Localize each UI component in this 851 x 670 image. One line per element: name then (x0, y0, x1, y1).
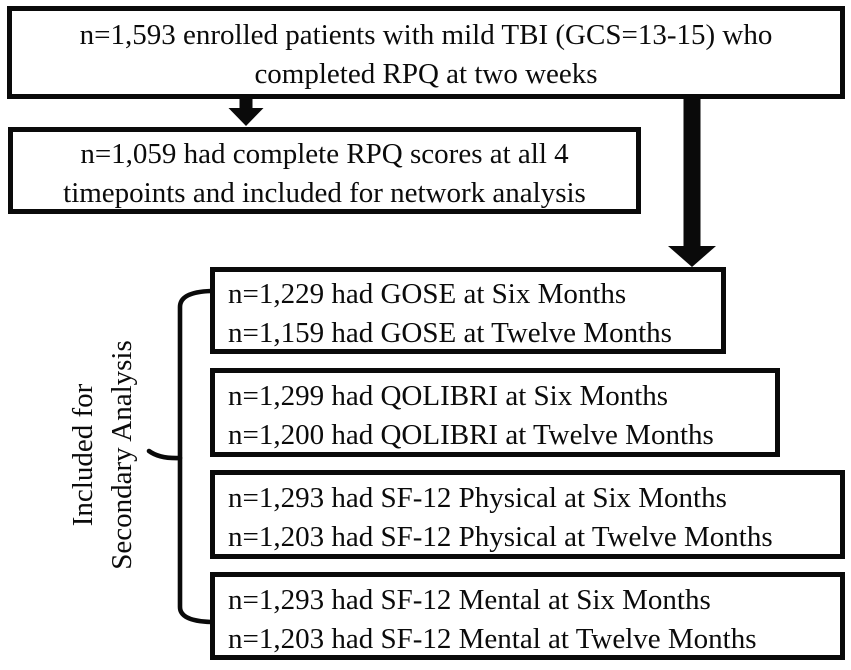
down-arrow-icon (228, 97, 264, 126)
gose-box-line: n=1,229 had GOSE at Six Months (228, 278, 627, 310)
sf12-physical-box: n=1,293 had SF-12 Physical at Six Months… (210, 470, 845, 559)
qolibri-box-line: n=1,299 had QOLIBRI at Six Months (228, 380, 669, 412)
secondary-analysis-brace-icon (177, 288, 214, 625)
qolibri-box: n=1,299 had QOLIBRI at Six Months n=1,20… (210, 368, 780, 457)
enrolled-box-line: completed RPQ at two weeks (254, 58, 598, 90)
down-arrow-long-icon (668, 97, 716, 267)
secondary-analysis-label-line: Included for (67, 383, 99, 527)
network-analysis-box: n=1,059 had complete RPQ scores at all 4… (8, 127, 641, 214)
sf12-physical-box-line: n=1,293 had SF-12 Physical at Six Months (228, 482, 727, 514)
sf12-mental-box: n=1,293 had SF-12 Mental at Six Months n… (210, 572, 845, 660)
sf12-mental-box-line: n=1,293 had SF-12 Mental at Six Months (228, 584, 711, 616)
network-analysis-box-line: timepoints and included for network anal… (63, 177, 586, 209)
sf12-mental-box-line: n=1,203 had SF-12 Mental at Twelve Month… (228, 623, 757, 655)
brace-middle-tick-icon (146, 448, 183, 461)
sf12-physical-box-line: n=1,203 had SF-12 Physical at Twelve Mon… (228, 521, 773, 553)
network-analysis-box-line: n=1,059 had complete RPQ scores at all 4 (80, 138, 569, 170)
enrolled-box: n=1,593 enrolled patients with mild TBI … (7, 6, 845, 99)
secondary-analysis-label-line: Secondary Analysis (106, 340, 138, 570)
qolibri-box-line: n=1,200 had QOLIBRI at Twelve Months (228, 419, 714, 451)
secondary-analysis-label: Included for Secondary Analysis (64, 275, 142, 635)
enrolled-box-line: n=1,593 enrolled patients with mild TBI … (79, 19, 773, 51)
gose-box: n=1,229 had GOSE at Six Months n=1,159 h… (210, 267, 726, 354)
gose-box-line: n=1,159 had GOSE at Twelve Months (228, 317, 672, 349)
